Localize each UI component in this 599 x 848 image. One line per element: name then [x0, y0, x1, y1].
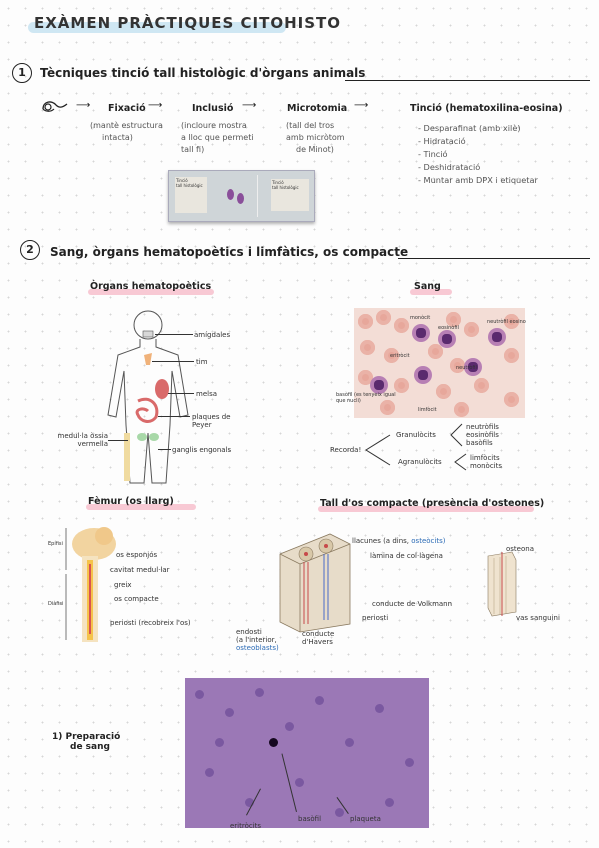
label-tim: tim — [196, 358, 208, 366]
label-epifisi: Epífisi — [48, 541, 63, 547]
leader-line — [158, 416, 190, 417]
step-tincio: Tinció (hematoxilina-eosina) — [410, 103, 563, 114]
page-title: EXÀMEN PRÀCTIQUES CITOHISTO — [34, 14, 342, 32]
label-limfocit: limfòcit — [418, 407, 437, 413]
label-eritrocit: eritròcit — [390, 353, 410, 359]
leader-line — [152, 361, 194, 362]
leader-line — [155, 334, 193, 335]
tincio-bullets: - Desparafinat (amb xilè) - Hidratació -… — [418, 123, 538, 185]
label-monocit: monòcit — [410, 315, 431, 321]
slide-divider — [257, 175, 258, 217]
compact-bone-diagram — [279, 533, 351, 633]
section-2-title: Sang, òrgans hematopoètics i limfàtics, … — [50, 245, 409, 259]
label-endosti: endosti (a l'interior, osteoblasts) — [236, 628, 279, 652]
granulocits-label: Granulòcits — [396, 431, 436, 439]
label-plaqueta: plaqueta — [350, 815, 381, 823]
blood-micrograph — [185, 678, 429, 828]
section-1-title: Tècniques tinció tall histològic d'òrgan… — [40, 66, 366, 80]
label-llacunes: llacunes (a dins, osteòcits) — [352, 537, 446, 545]
femur-title: Fèmur (os llarg) — [88, 496, 174, 507]
preparacio-title: 1) Preparació de sang — [52, 732, 121, 752]
tissue-sample — [237, 193, 244, 204]
section-2-rule — [398, 258, 590, 259]
arrow-icon: ⟶ — [76, 100, 91, 111]
label-neutrofil: neutròfil — [456, 365, 477, 371]
label-cavitat-medullar: cavitat medul·lar — [110, 566, 170, 574]
label-diafisi: Diàfisi — [48, 601, 64, 607]
sang-title: Sang — [414, 281, 441, 292]
label-plaques-peyer: plaques de Peyer — [192, 413, 231, 429]
step-fixacio-note: (mantè estructura intacta) — [90, 121, 163, 142]
label-neutrofil-eosino: neutròfil eosino — [487, 319, 526, 325]
human-body-diagram — [107, 310, 189, 484]
agranulocits-list: limfòcits monòcits — [470, 454, 503, 470]
label-periosti: periosti (recobreix l'os) — [110, 619, 191, 627]
femur-diagram — [65, 527, 116, 642]
sang-title-highlight — [410, 289, 452, 295]
granulocits-list: neutròfils eosinòfils basòfils — [466, 423, 499, 447]
arrow-icon: ⟶ — [148, 100, 163, 111]
arrow-icon: ⟶ — [242, 100, 257, 111]
label-melsa: melsa — [196, 390, 218, 398]
label-eosinofil: eosinòfil — [438, 325, 459, 331]
femur-title-highlight — [86, 504, 196, 510]
section-1-number: 1 — [12, 63, 32, 83]
label-os-esponjos: os esponjós — [116, 551, 158, 559]
label-medulla: medul·la òssia vermella — [57, 432, 108, 448]
blood-smear-image — [354, 308, 525, 418]
os-compacte-title-highlight — [318, 506, 534, 512]
brace-icon — [450, 423, 463, 447]
brace-icon — [454, 453, 467, 471]
label-conducte-havers: conducte d'Havers — [302, 630, 335, 646]
section-1-rule — [345, 80, 590, 81]
leader-line — [168, 393, 194, 394]
label-ganglis-engonals: ganglis engonals — [172, 446, 232, 454]
label-periosti-os: periosti — [362, 614, 389, 622]
label-greix: greix — [114, 581, 132, 589]
organs-title-highlight — [88, 289, 214, 295]
step-microtomia: Microtomia — [287, 103, 348, 114]
label-conducte-volkmann: conducte de Volkmann — [372, 600, 453, 608]
step-inclusio-note: (incloure mostra a lloc que permeti tall… — [181, 121, 254, 154]
label-eritrocits: eritròcits — [230, 822, 262, 830]
recorda-label: Recorda! — [330, 446, 362, 454]
section-2-number: 2 — [20, 240, 40, 260]
arrow-icon: ⟶ — [354, 100, 369, 111]
brace-icon — [365, 434, 391, 466]
step-microtomia-note: (tall del tros amb micròtom de Minot) — [286, 121, 345, 154]
organs-title: Òrgans hematopoètics — [90, 281, 212, 292]
leader-line — [158, 449, 171, 450]
label-basofil: basòfil (es tenyeix igual que nucli) — [336, 392, 396, 404]
label-os-compacte: os compacte — [114, 595, 159, 603]
basophil-cell — [269, 738, 278, 747]
leader-line — [108, 440, 128, 441]
label-basofil-micro: basòfil — [298, 815, 322, 823]
tissue-sample — [227, 189, 234, 200]
title-highlight — [28, 22, 286, 33]
rat-icon — [42, 101, 68, 112]
osteon-diagram — [487, 551, 517, 617]
label-amigdales: amígdales — [194, 331, 231, 339]
label-vas-sanguini: vas sanguini — [516, 614, 560, 622]
label-lamina-collagena: làmina de col·làgena — [370, 552, 443, 560]
os-compacte-title: Tall d'os compacte (presència d'osteones… — [320, 498, 545, 509]
step-fixacio: Fixació — [108, 103, 146, 114]
agranulocits-label: Agranulòcits — [398, 458, 442, 466]
label-osteona: osteona — [506, 545, 534, 553]
step-inclusio: Inclusió — [192, 103, 234, 114]
